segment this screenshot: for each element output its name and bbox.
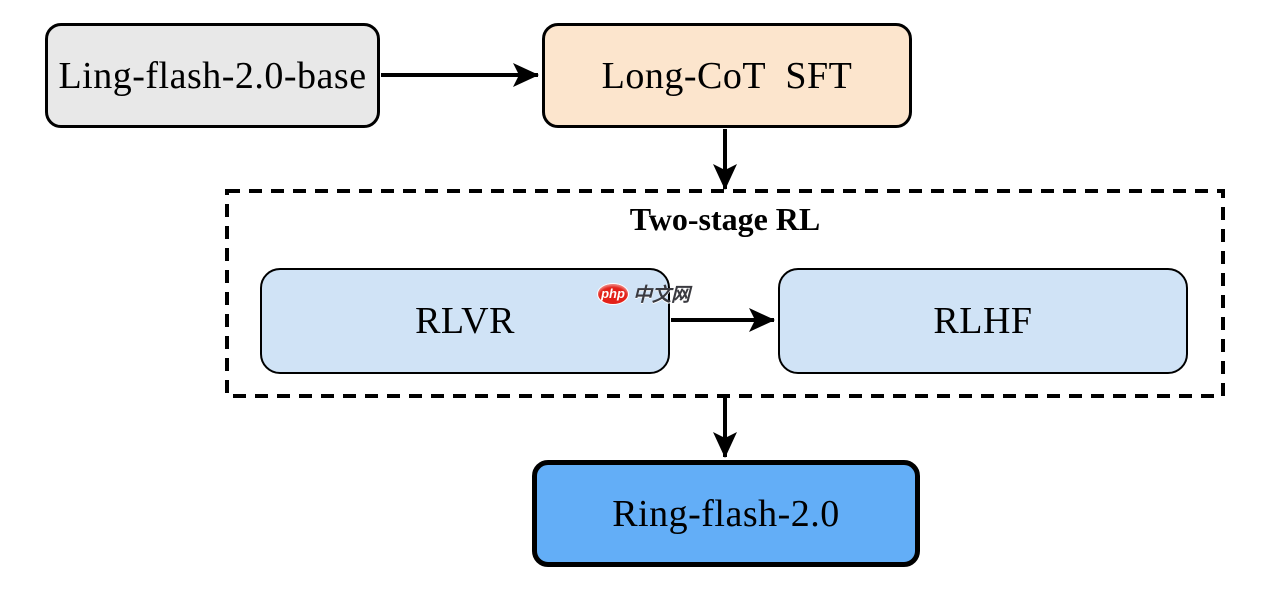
node-ring-flash: Ring-flash-2.0 xyxy=(532,460,920,567)
node-rlhf: RLHF xyxy=(778,268,1188,374)
two-stage-rl-title: Two-stage RL xyxy=(629,201,821,237)
node-rlhf-label: RLHF xyxy=(933,300,1033,342)
php-logo-icon: php xyxy=(597,282,629,305)
node-ling-flash-base: Ling-flash-2.0-base xyxy=(45,23,380,128)
php-cn-watermark-text: 中文网 xyxy=(633,285,691,306)
node-ring-flash-label: Ring-flash-2.0 xyxy=(612,492,840,535)
node-rlvr-label: RLVR xyxy=(415,300,515,342)
node-ling-flash-base-label: Ling-flash-2.0-base xyxy=(58,54,367,97)
node-long-cot-sft-label: Long-CoT SFT xyxy=(601,54,853,97)
node-long-cot-sft: Long-CoT SFT xyxy=(542,23,912,128)
php-cn-watermark: php 中文网 xyxy=(597,280,690,307)
